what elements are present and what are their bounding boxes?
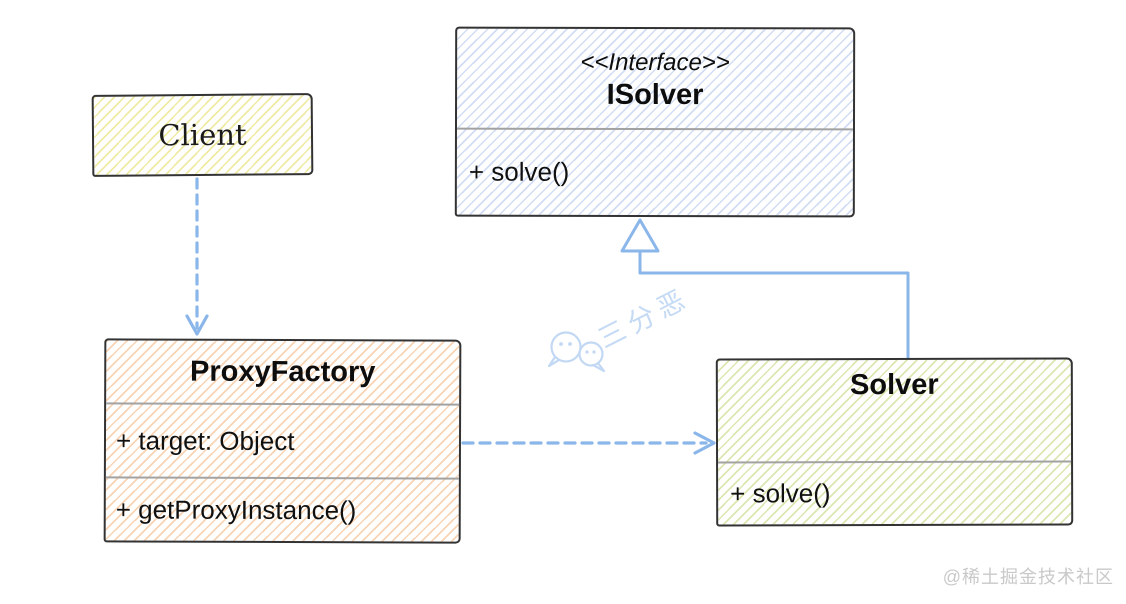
proxyfactory-attributes-compartment: + target: Object <box>105 402 460 478</box>
solver-header-compartment: Solver <box>718 360 1071 462</box>
isolver-method-label: + solve() <box>468 156 570 187</box>
hollow-triangle-arrowhead <box>620 218 660 253</box>
isolver-header-compartment: <<Interface>> ISolver <box>457 29 853 129</box>
solver-methods-compartment: + solve() <box>718 460 1072 525</box>
isolver-class-title: ISolver <box>606 78 704 112</box>
dependency-arrow-client-to-proxyfactory <box>185 177 209 336</box>
watermark-center: 三分恶 <box>543 282 695 383</box>
watermark-center-text: 三分恶 <box>593 282 696 355</box>
interface-box-isolver: <<Interface>> ISolver + solve() <box>454 26 856 218</box>
proxyfactory-method-label: + getProxyInstance() <box>115 493 357 525</box>
class-box-proxyfactory: ProxyFactory + target: Object + getProxy… <box>103 338 462 544</box>
proxyfactory-class-title: ProxyFactory <box>189 355 376 388</box>
wechat-sketch-icon <box>547 331 606 373</box>
proxyfactory-attribute-label: + target: Object <box>115 424 295 456</box>
isolver-methods-compartment: + solve() <box>456 127 853 216</box>
class-box-client: Client <box>91 93 314 177</box>
watermark-bottom-right: @稀土掘金技术社区 <box>942 567 1114 587</box>
proxyfactory-methods-compartment: + getProxyInstance() <box>105 476 459 542</box>
solver-method-label: + solve() <box>730 478 831 509</box>
client-class-title: Client <box>158 117 247 153</box>
class-box-solver: Solver + solve() <box>715 357 1074 527</box>
proxyfactory-header-compartment: ProxyFactory <box>106 340 459 403</box>
isolver-stereotype: <<Interface>> <box>580 48 730 77</box>
solver-class-title: Solver <box>849 368 939 402</box>
dependency-arrow-proxyfactory-to-solver <box>461 431 716 455</box>
